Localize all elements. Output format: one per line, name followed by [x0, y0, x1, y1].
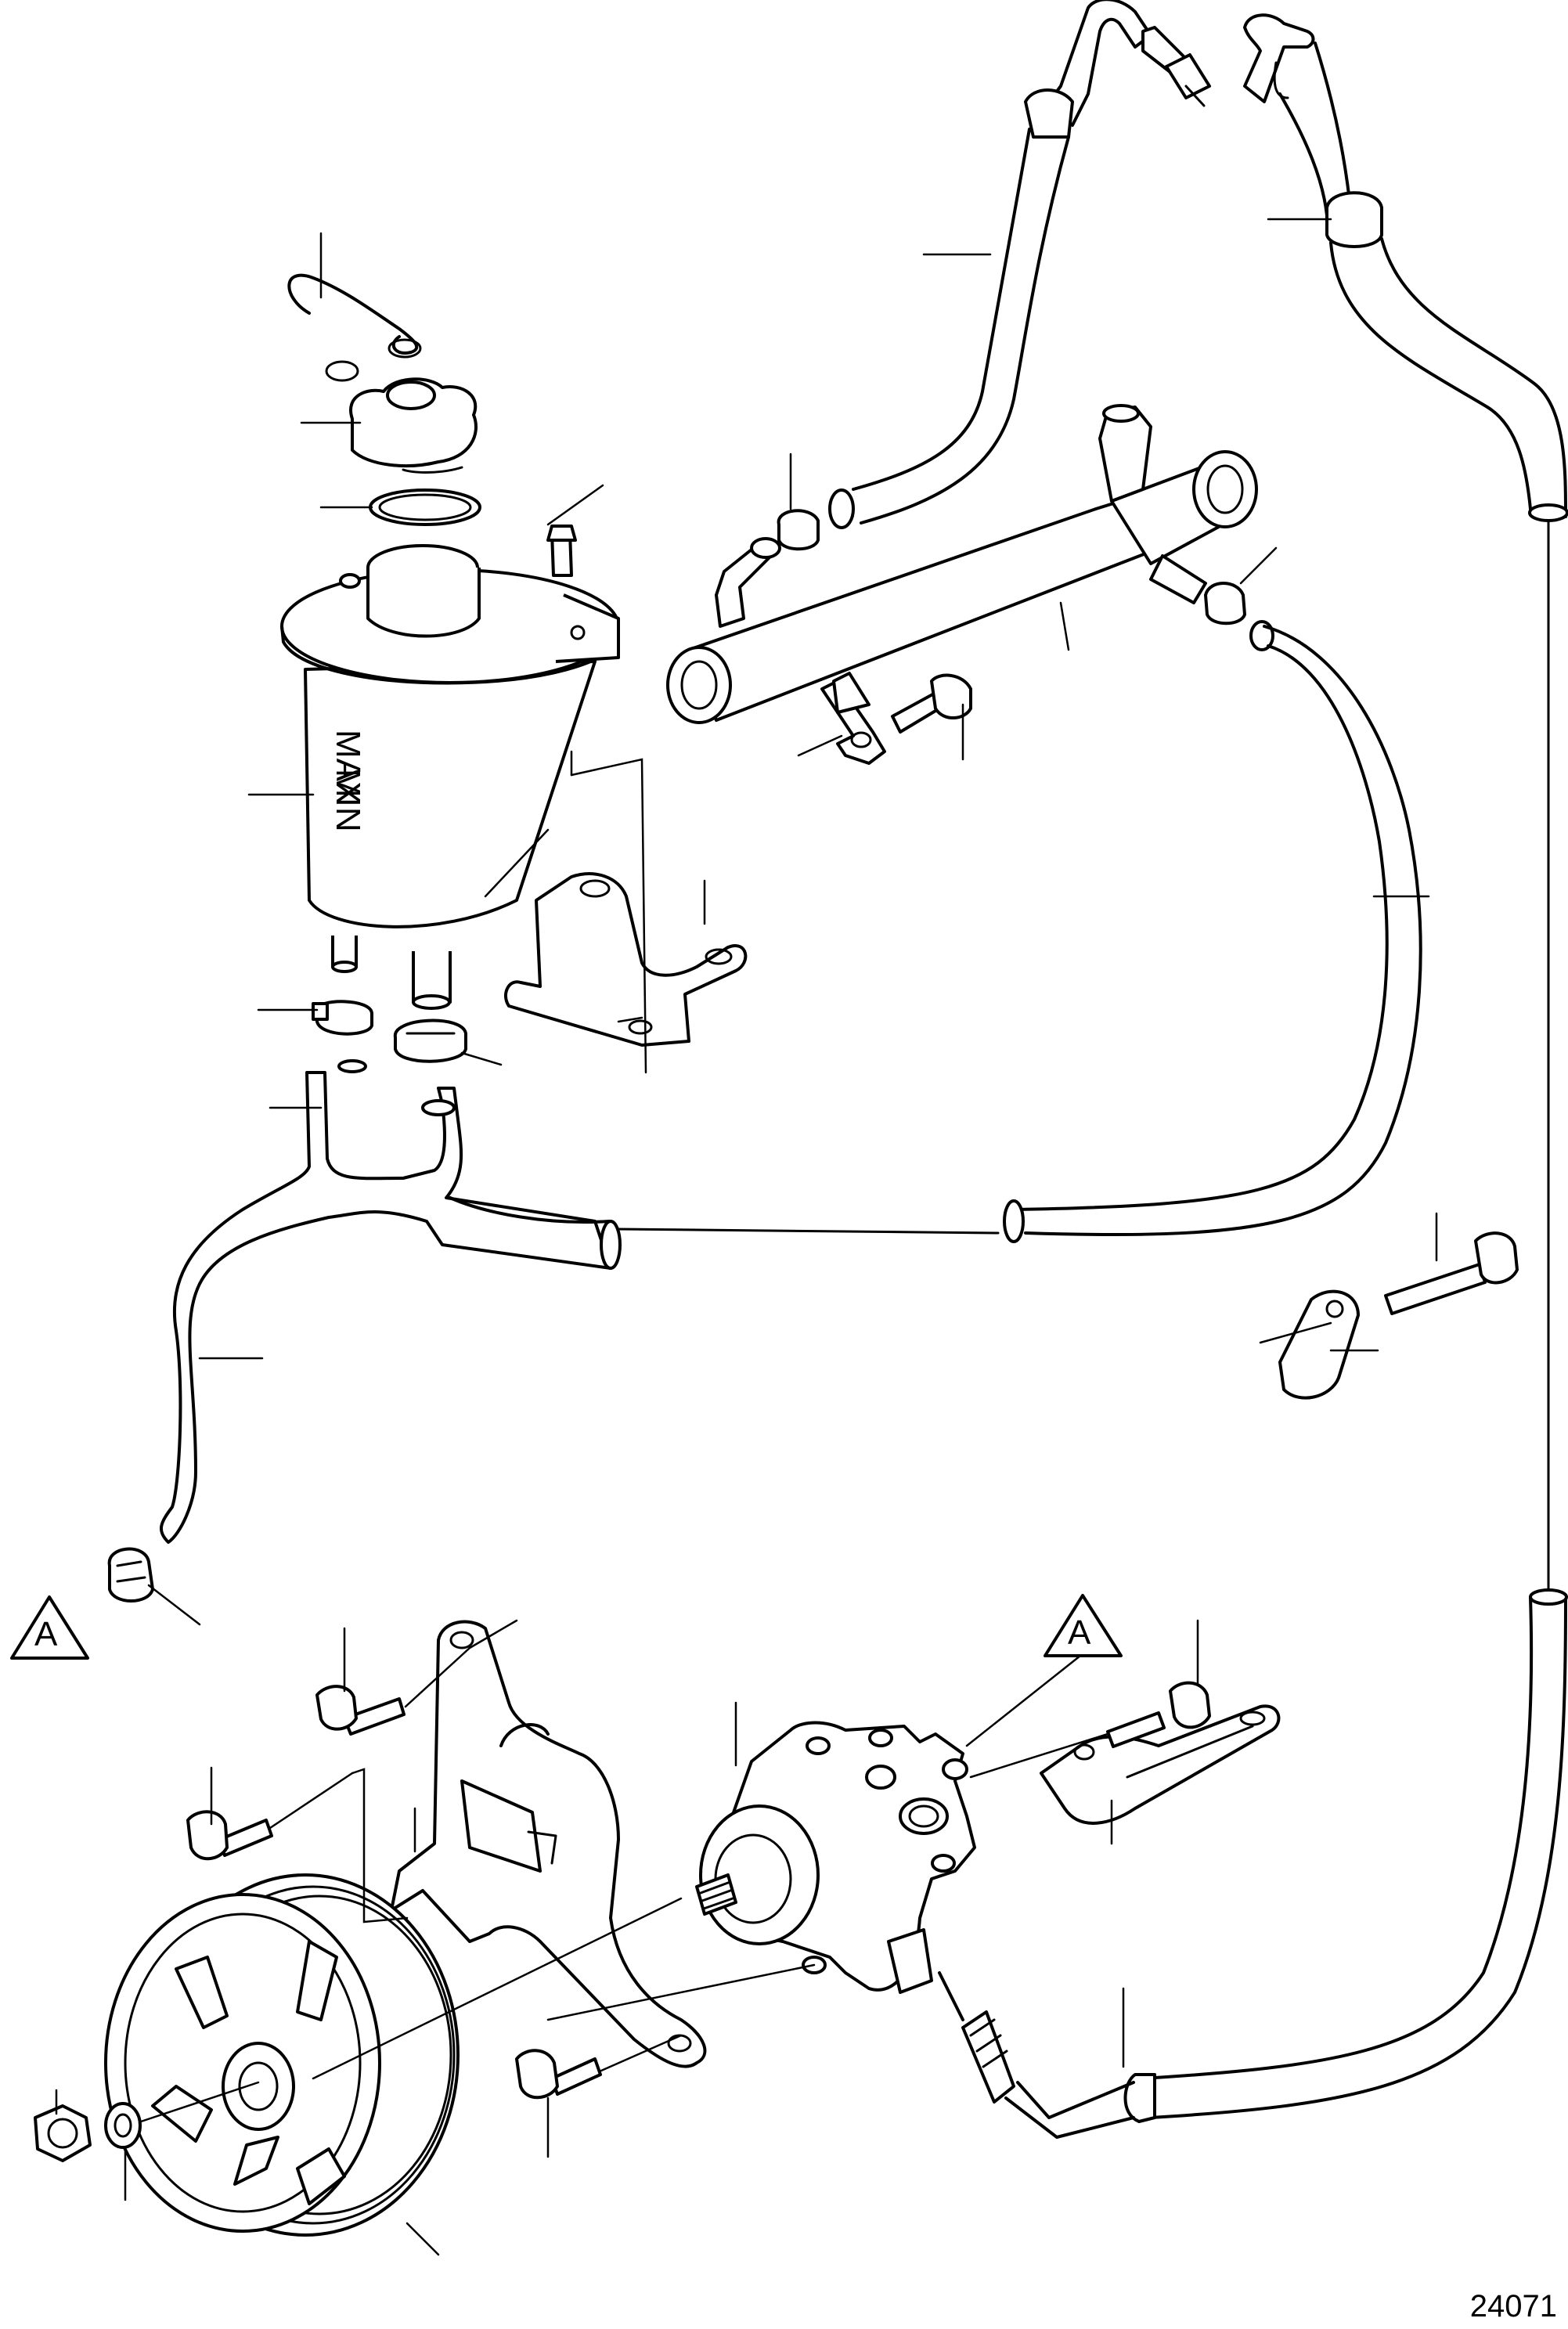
- cooler-hose-clamp-right: [1204, 582, 1246, 626]
- power-steering-pump: [695, 1721, 976, 1994]
- p-clip-bolt: [1384, 1231, 1519, 1315]
- pump-pressure-hose: [938, 1588, 1568, 2139]
- reference-marker-a-center: A: [1044, 1594, 1123, 1657]
- cooler-bolt: [891, 673, 972, 734]
- cooler-return-hose: [1003, 620, 1422, 1243]
- marker-a-left-label: A: [34, 1615, 58, 1653]
- power-steering-reservoir: MAX MIN: [280, 544, 620, 1010]
- marker-a-center-label: A: [1068, 1613, 1091, 1652]
- hose-break-connector: [617, 1228, 1000, 1235]
- pulley-nut: [34, 2104, 92, 2162]
- cap-retainer-cord: [287, 273, 422, 382]
- figure-number: 24071: [1469, 2289, 1557, 2324]
- bracket-bolt-upper: [315, 1685, 406, 1736]
- max-level-label: MAX: [329, 730, 367, 804]
- pump-mounting-bracket: [390, 1620, 707, 2068]
- hose-clamp-large: [393, 1018, 467, 1063]
- pump-rear-bracket-bolt: [1106, 1681, 1211, 1748]
- bracket-bolt-middle: [186, 1810, 273, 1861]
- bracket-bolt-lower: [515, 2049, 602, 2100]
- p-clip: [1278, 1289, 1360, 1400]
- filler-cap: [349, 377, 478, 474]
- reservoir-y-hose: [160, 1059, 622, 1544]
- callout-leaders: [55, 218, 1438, 2256]
- reservoir-bolt: [546, 525, 577, 577]
- pressure-hose-upper: [828, 0, 1211, 529]
- assembly-guide-lines: [139, 750, 1109, 2123]
- hose-end-clamp: [107, 1547, 154, 1603]
- reservoir-bracket: [504, 872, 748, 1047]
- pulley-washer: [104, 2102, 142, 2149]
- return-hose-upper-right: [1243, 13, 1568, 522]
- cooler-bracket: [820, 672, 886, 765]
- min-level-label: MIN: [329, 769, 367, 832]
- cooler-hose-clamp-left: [777, 509, 820, 551]
- oil-cooler-pipe: [666, 404, 1258, 724]
- pump-pulley: [104, 1873, 460, 2237]
- hose-clamp-small: [312, 1000, 373, 1036]
- reference-marker-a-left: A: [10, 1595, 89, 1660]
